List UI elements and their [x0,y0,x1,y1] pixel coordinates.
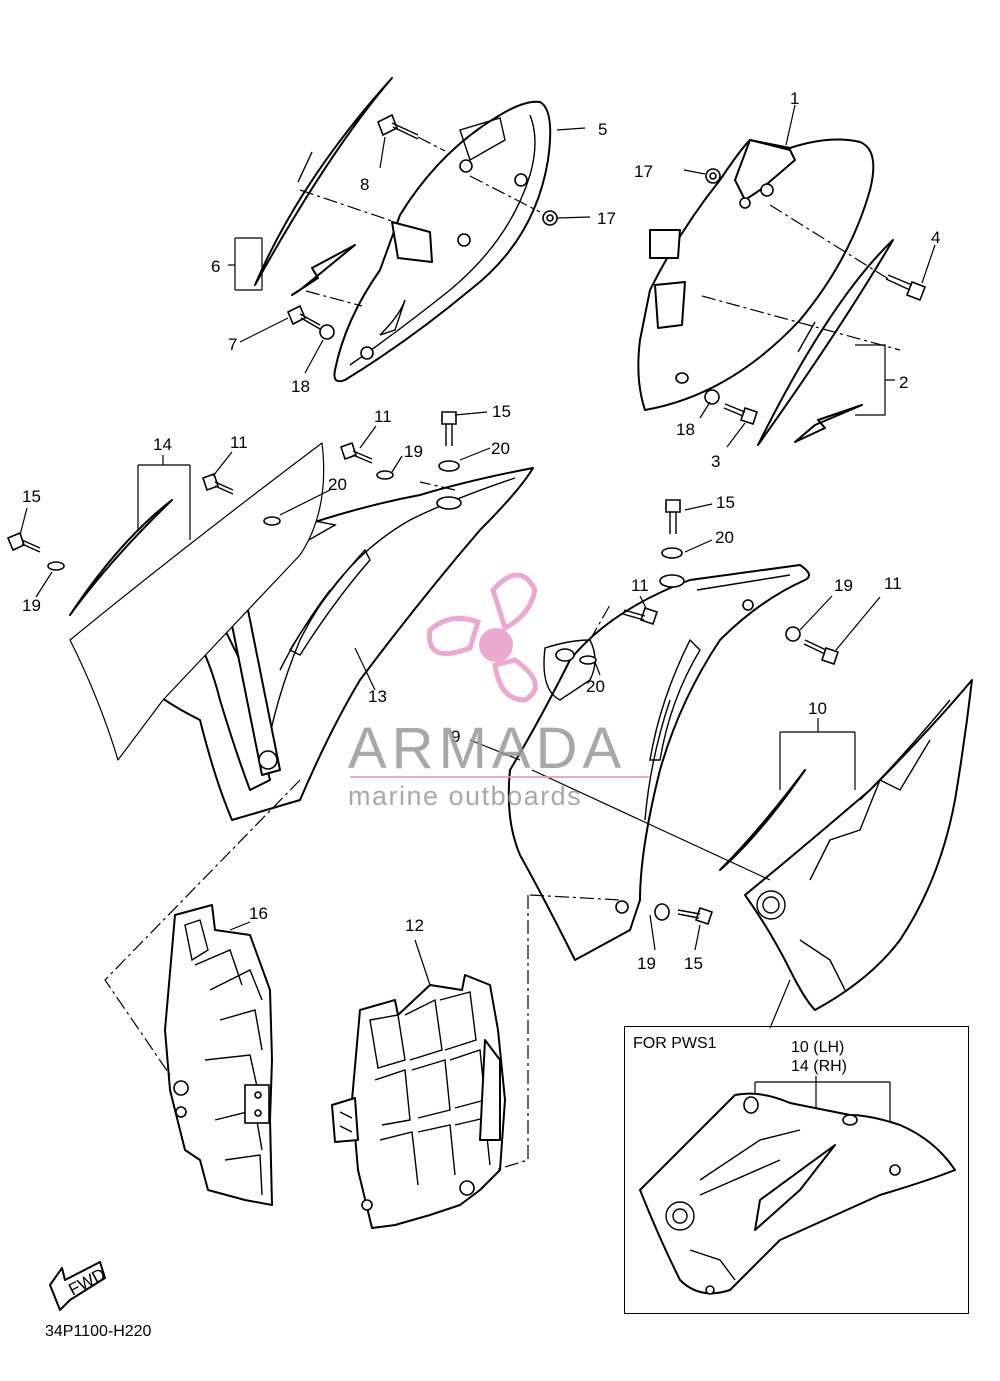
callout-12: 12 [405,916,424,935]
callout-11-far-right: 11 [884,574,902,593]
callout-16: 16 [249,904,268,923]
diagram-code: 34P1100-H220 [45,1323,152,1340]
part-2-decal [757,239,894,446]
callout-19-center: 19 [404,442,423,461]
part-12-radiator-guard [331,974,506,1229]
callout-14: 14 [153,435,172,454]
part-6-decal [254,77,393,296]
hardware [6,113,927,926]
callout-8: 8 [360,175,369,194]
callout-11-right-shroud: 11 [631,576,649,595]
inset-label-lh: 10 (LH) [791,1039,845,1056]
callout-1: 1 [790,89,799,108]
callout-17-right: 17 [634,162,653,181]
callout-3: 3 [711,452,720,471]
part-10-decal [719,679,973,1011]
callout-6: 6 [211,257,220,276]
watermark-tagline: marine outboards [348,781,582,811]
callout-7: 7 [228,335,237,354]
callout-15-center: 15 [492,402,511,421]
inset-variant-box: FOR PWS1 10 (LH) 14 (RH) [624,1026,969,1314]
callout-20-left: 20 [328,475,347,494]
callout-15-bottom: 15 [684,954,703,973]
inset-title: FOR PWS1 [633,1035,717,1052]
leader-lines [19,104,936,1029]
callout-20-right-shroud: 20 [586,677,605,696]
inset-shroud-art [639,1076,956,1295]
part-1-side-cover [637,138,875,411]
watermark-logo: ARMADA marine outboards [348,572,650,811]
callout-4: 4 [931,228,940,247]
part-14-decal [69,442,325,761]
callout-5: 5 [598,120,607,139]
callout-13: 13 [368,687,387,706]
callout-11-center: 11 [374,407,392,426]
callout-20-right-top: 20 [715,528,734,547]
inset-label-rh: 14 (RH) [791,1058,848,1075]
part-13-radiator-shroud-left [124,467,534,821]
callout-20-center: 20 [491,439,510,458]
callout-numbers: 1 2 3 4 5 6 7 8 9 10 11 11 11 11 12 13 1… [22,89,940,973]
assembly-lines [104,136,901,1171]
callout-2: 2 [899,373,908,392]
callout-10: 10 [808,699,827,718]
propeller-icon [427,572,538,703]
callout-19-top-left: 19 [22,596,41,615]
callout-15-top-left: 15 [22,487,41,506]
callout-15-right-top: 15 [716,493,735,512]
callout-17-left: 17 [597,209,616,228]
part-16-radiator-guard [164,904,273,1206]
part-5-side-cover [333,100,552,383]
watermark-brand: ARMADA [348,716,626,781]
callout-18-right: 18 [676,420,695,439]
fwd-arrow-icon: FWD [49,1261,109,1311]
callout-18-left: 18 [291,377,310,396]
callout-19-right: 19 [834,576,853,595]
callout-19-bottom: 19 [637,954,656,973]
callout-11-left: 11 [230,433,248,452]
callout-9: 9 [451,727,460,746]
